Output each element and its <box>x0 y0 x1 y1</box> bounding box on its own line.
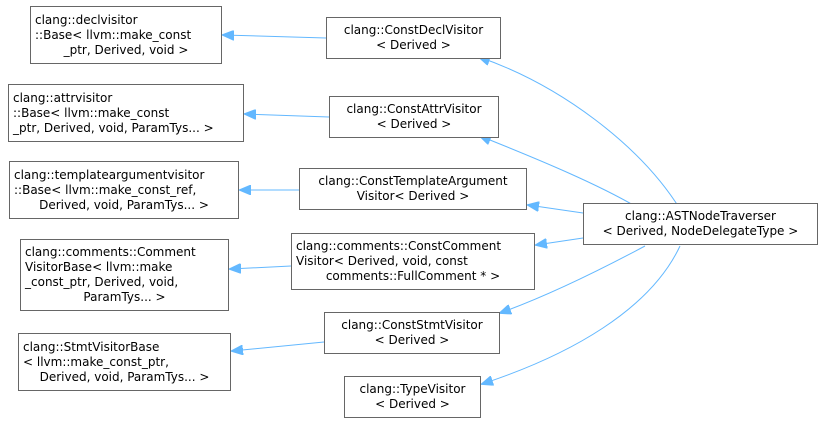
node-line: Visitor< Derived > <box>356 189 470 203</box>
node-line: < Derived > <box>376 38 451 52</box>
edge-astnodetraverser-to-conststmtvisitor <box>500 245 646 313</box>
node-line: clang::ConstTemplateArgument <box>318 174 508 188</box>
node-comments-commentvisitorbase[interactable]: clang::comments::Comment VisitorBase< ll… <box>20 239 229 311</box>
node-constdeclvisitor[interactable]: clang::ConstDeclVisitor < Derived > <box>326 17 501 59</box>
node-conststmtvisitor[interactable]: clang::ConstStmtVisitor < Derived > <box>324 312 500 354</box>
node-line: < Derived > <box>375 397 450 411</box>
node-line: clang::comments::Comment <box>25 245 196 259</box>
node-line: ::Base< llvm::make_const <box>35 27 192 42</box>
node-line: Visitor< Derived, void, const <box>296 254 468 268</box>
edge-astnodetraverser-to-typevisitor <box>482 245 681 384</box>
node-line: _ptr, Derived, void > <box>63 42 189 57</box>
node-line: ::Base< llvm::make_const_ref, <box>14 182 197 197</box>
node-line: Derived, void, ParamTys... > <box>39 197 209 212</box>
edge-constcommentvisitor-to-commentvisitorbase <box>230 266 292 269</box>
node-line: clang::declvisitor <box>35 12 138 27</box>
node-line: < Derived, NodeDelegateType > <box>602 224 799 238</box>
node-line: clang::TypeVisitor <box>359 382 466 396</box>
node-line: _const_ptr, Derived, void, <box>25 275 179 289</box>
node-comments-constcommentvisitor[interactable]: clang::comments::ConstComment Visitor< D… <box>291 233 535 290</box>
node-line: clang::ConstDeclVisitor <box>343 23 484 37</box>
node-line: < Derived > <box>374 333 450 347</box>
edge-astnodetraverser-to-constdeclvisitor <box>479 57 681 210</box>
node-line: ::Base< llvm::make_const <box>13 105 170 120</box>
node-line: Derived, void, ParamTys... > <box>39 369 210 384</box>
node-stmtvisitorbase[interactable]: clang::StmtVisitorBase < llvm::make_cons… <box>18 333 231 391</box>
node-line: clang::ConstAttrVisitor <box>346 102 482 116</box>
node-line: clang::attrvisitor <box>13 90 113 105</box>
node-templateargumentvisitor-base[interactable]: clang::templateargumentvisitor ::Base< l… <box>9 161 239 219</box>
node-line: VisitorBase< llvm::make <box>25 260 173 274</box>
node-line: clang::templateargumentvisitor <box>14 167 205 182</box>
node-line: _ptr, Derived, void, ParamTys... > <box>13 120 214 135</box>
node-constattrvisitor[interactable]: clang::ConstAttrVisitor < Derived > <box>329 96 499 138</box>
edge-conststmtvisitor-to-stmtvisitorbase <box>232 341 325 351</box>
node-line: clang::comments::ConstComment <box>296 239 502 253</box>
edge-astnodetraverser-to-consttemplateargumentvisitor <box>528 205 584 214</box>
edge-astnodetraverser-to-constcommentvisitor <box>536 237 584 245</box>
node-consttemplateargumentvisitor[interactable]: clang::ConstTemplateArgument Visitor< De… <box>299 168 527 210</box>
node-line: < Derived > <box>376 117 452 131</box>
node-typevisitor[interactable]: clang::TypeVisitor < Derived > <box>344 376 481 418</box>
node-line: clang::ASTNodeTraverser <box>625 209 776 223</box>
edge-astnodetraverser-to-constattrvisitor <box>480 136 641 210</box>
edge-constdeclvisitor-to-declvisitor-base <box>223 35 327 38</box>
node-astnodetraverser[interactable]: clang::ASTNodeTraverser < Derived, NodeD… <box>583 203 818 245</box>
node-line: < llvm::make_const_ptr, <box>23 354 169 369</box>
node-line: clang::StmtVisitorBase <box>23 339 160 354</box>
node-line: clang::ConstStmtVisitor <box>341 318 483 332</box>
node-line: ParamTys... > <box>83 290 166 304</box>
node-declvisitor-base[interactable]: clang::declvisitor ::Base< llvm::make_co… <box>30 6 222 64</box>
node-line: comments::FullComment * > <box>325 269 501 283</box>
edge-constattrvisitor-to-attrvisitor-base <box>245 114 330 117</box>
node-attrvisitor-base[interactable]: clang::attrvisitor ::Base< llvm::make_co… <box>8 84 244 142</box>
